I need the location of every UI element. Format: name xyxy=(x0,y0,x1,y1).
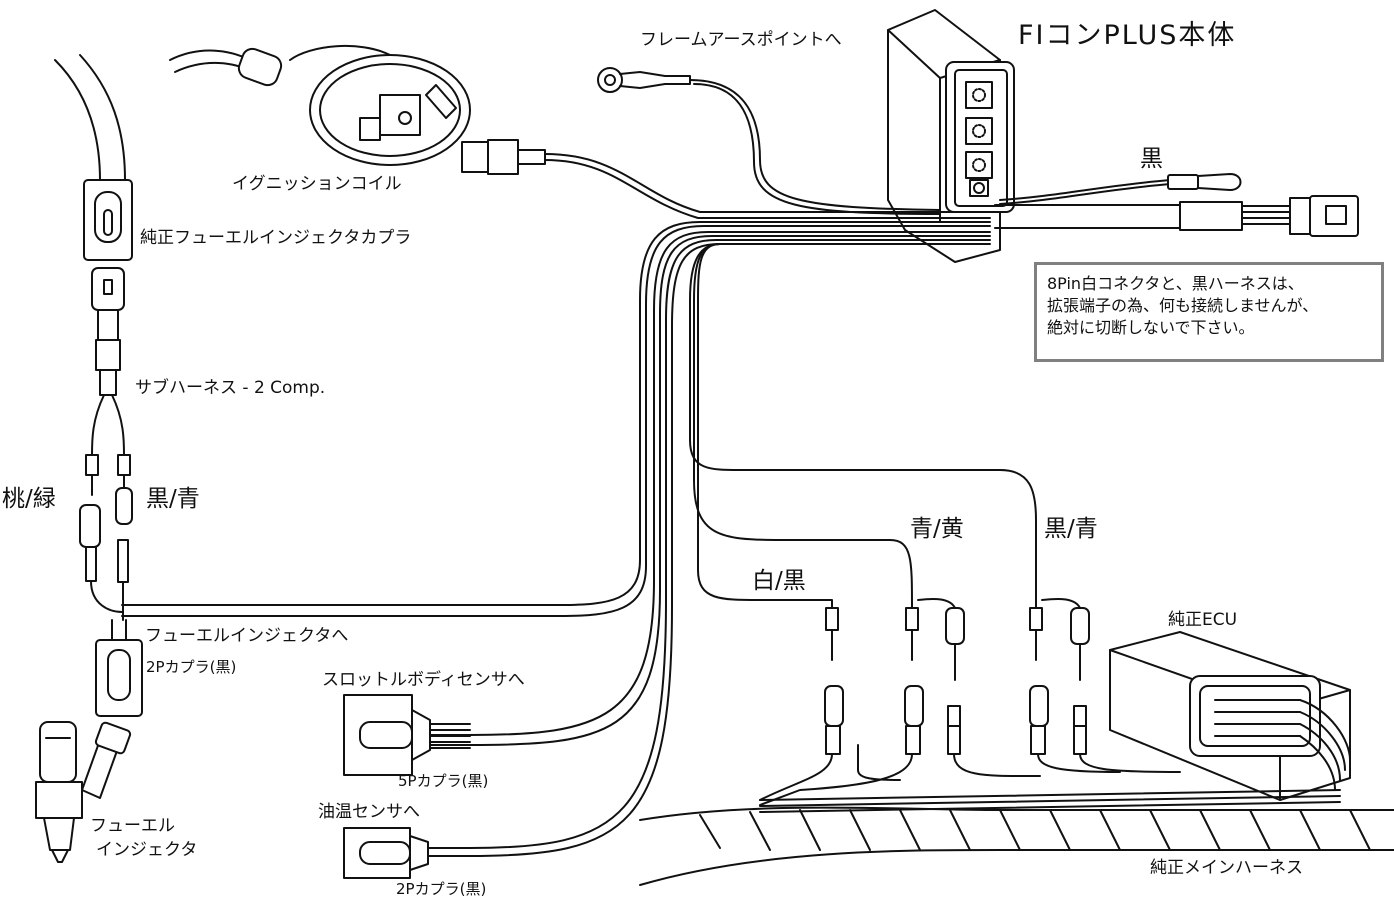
harness-bundle xyxy=(179,221,1037,857)
coupler-2p-label-2: 2Pカプラ(黒) xyxy=(396,880,487,898)
adjust-dial-icon[interactable] xyxy=(965,151,993,179)
throttle-sensor-label: スロットルボディセンサへ xyxy=(322,670,525,690)
blue-yellow-label: 青/黄 xyxy=(910,516,964,542)
fuel-injector xyxy=(35,721,132,863)
note-line-3: 絶対に切断しないで下さい。 xyxy=(1047,318,1255,337)
black-wire-label: 黒 xyxy=(1140,146,1163,172)
8pin-connector-cable xyxy=(994,195,1359,237)
warning-note: 8Pin白コネクタと、黒ハーネスは、 拡張端子の為、何も接続しませんが、 絶対に… xyxy=(1034,262,1384,362)
frame-earth-label: フレームアースポイントへ xyxy=(640,30,842,50)
throttle-sensor-coupler xyxy=(343,694,471,776)
black-wire xyxy=(999,173,1242,205)
fuel-injector-label-2: インジェクタ xyxy=(96,840,198,860)
stock-ecu-label: 純正ECU xyxy=(1168,610,1238,630)
sub-harness xyxy=(54,54,186,717)
unit-title: FIコンPLUS本体 xyxy=(1018,20,1237,51)
splice-connectors xyxy=(825,598,1090,681)
oil-temp-coupler xyxy=(343,827,471,879)
coupler-2p-label: 2Pカプラ(黒) xyxy=(146,658,237,676)
adjust-dial-icon[interactable] xyxy=(965,81,993,109)
fuel-injector-label-1: フューエル xyxy=(90,816,175,836)
main-harness xyxy=(639,789,1394,886)
stock-wire-connectors xyxy=(759,685,1181,806)
ignition-coil xyxy=(169,45,471,166)
black-blue-label-right: 黒/青 xyxy=(1044,516,1098,542)
white-black-label: 白/黒 xyxy=(752,568,806,594)
black-blue-label-left: 黒/青 xyxy=(146,486,200,512)
adjust-dial-icon[interactable] xyxy=(965,117,993,145)
stock-ecu xyxy=(1109,631,1351,801)
main-harness-label: 純正メインハーネス xyxy=(1150,858,1303,878)
pink-green-label: 桃/緑 xyxy=(2,486,56,512)
extension-connector xyxy=(461,139,991,219)
coupler-5p-label: 5Pカプラ(黒) xyxy=(398,772,489,790)
note-line-2: 拡張端子の為、何も接続しませんが、 xyxy=(1047,296,1319,315)
fuel-injector-to-label: フューエルインジェクタへ xyxy=(145,626,349,646)
note-line-1: 8Pin白コネクタと、黒ハーネスは、 xyxy=(1047,274,1304,293)
ignition-coil-label: イグニッションコイル xyxy=(232,174,402,194)
sub-harness-label: サブハーネス - 2 Comp. xyxy=(135,378,326,398)
ficon-plus-unit xyxy=(887,9,1015,263)
oil-temp-label: 油温センサへ xyxy=(318,802,420,822)
stock-coupler-label: 純正フューエルインジェクタカプラ xyxy=(140,228,412,248)
